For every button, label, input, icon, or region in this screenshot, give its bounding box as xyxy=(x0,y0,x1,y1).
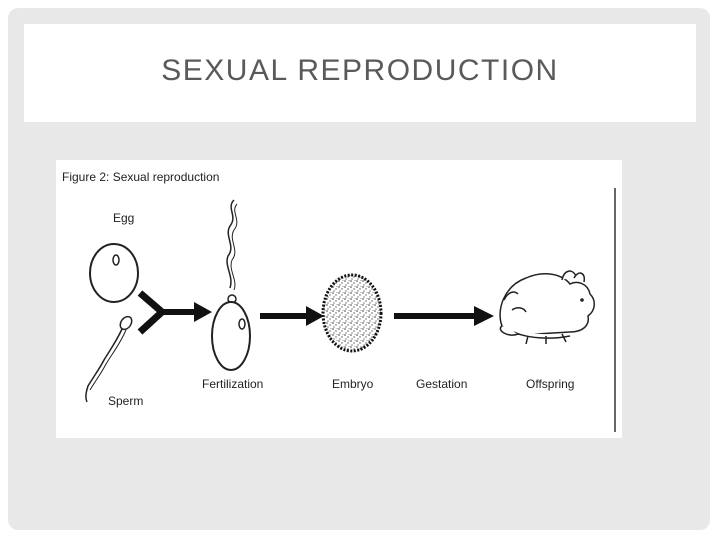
sexual-reproduction-diagram: Figure 2: Sexual reproduction Egg Sperm … xyxy=(62,170,616,432)
gestation-arrow-head xyxy=(474,306,494,326)
figure-caption: Figure 2: Sexual reproduction xyxy=(62,170,219,184)
egg-cell xyxy=(89,243,139,303)
label-fertilization: Fertilization xyxy=(202,377,263,391)
rat-fur-marks xyxy=(503,291,527,313)
egg-nucleus xyxy=(112,254,120,266)
rat-belly xyxy=(513,331,571,339)
rat-legs xyxy=(525,333,567,345)
sperm-entering-tail-outline xyxy=(230,203,238,291)
rat-tail xyxy=(499,325,519,336)
fertilized-egg xyxy=(211,301,251,371)
sperm-tail xyxy=(85,328,123,403)
rat-eye xyxy=(580,298,584,302)
label-sperm: Sperm xyxy=(108,394,143,408)
label-egg: Egg xyxy=(113,211,134,225)
fertilized-egg-nucleus xyxy=(238,318,246,330)
sperm-head xyxy=(119,315,133,331)
merge-connector xyxy=(137,290,168,335)
sperm-entering-tail xyxy=(226,199,235,289)
rat-ear-2 xyxy=(573,272,586,283)
title-box: SEXUAL REPRODUCTION xyxy=(24,24,696,122)
diagram-figure: Figure 2: Sexual reproduction Egg Sperm … xyxy=(56,160,622,438)
offspring-rat xyxy=(499,270,595,345)
label-offspring: Offspring xyxy=(526,377,574,391)
arrow-to-embryo-head xyxy=(306,306,324,326)
label-embryo: Embryo xyxy=(332,377,374,391)
rat-body xyxy=(499,272,595,336)
rat-ear xyxy=(561,270,577,281)
merge-arrow-head xyxy=(194,302,212,322)
sperm-tail-outline xyxy=(89,329,127,391)
slide-title: SEXUAL REPRODUCTION xyxy=(161,54,559,87)
label-gestation: Gestation xyxy=(416,377,467,391)
embryo xyxy=(321,273,383,353)
